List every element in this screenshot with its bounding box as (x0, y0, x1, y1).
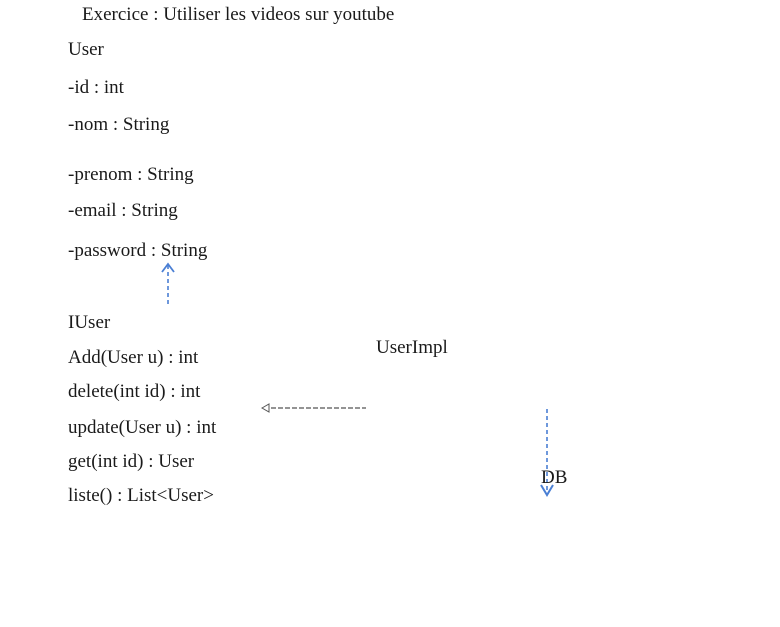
userimpl-to-iuser-arrow (260, 403, 366, 413)
user-attribute: -email : String (68, 200, 178, 221)
exercise-title: Exercice : Utiliser les videos sur youtu… (82, 4, 395, 25)
iuser-method: get(int id) : User (68, 451, 195, 472)
userimpl-class-name: UserImpl (376, 337, 448, 358)
db-label: DB (541, 467, 568, 488)
iuser-interface-name: IUser (68, 312, 111, 333)
user-attribute: -password : String (68, 240, 208, 261)
user-attribute: -nom : String (68, 114, 170, 135)
iuser-method: delete(int id) : int (68, 381, 201, 402)
iuser-method: liste() : List<User> (68, 485, 214, 506)
user-attribute: -prenom : String (68, 164, 194, 185)
iuser-method: update(User u) : int (68, 417, 217, 438)
user-class-name: User (68, 39, 104, 60)
to-db-arrow (540, 409, 554, 497)
iuser-method: Add(User u) : int (68, 347, 199, 368)
iuser-to-user-arrow (161, 262, 175, 307)
user-attribute: -id : int (68, 77, 124, 98)
